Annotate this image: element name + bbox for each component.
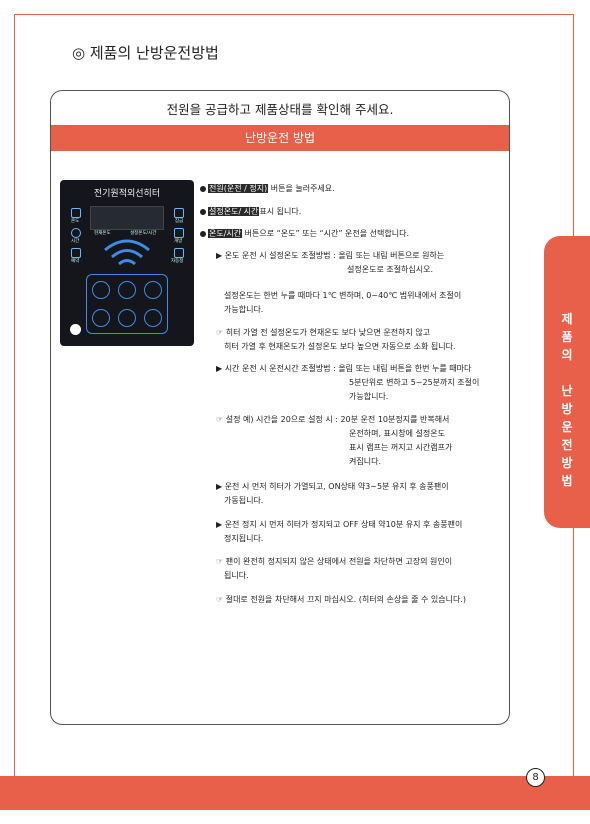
body-line: 됩니다.	[224, 571, 249, 580]
side-tab-char: 방	[561, 456, 573, 470]
step-2: 설정온도/ 시간표시 됩니다.	[208, 206, 301, 217]
right-icon-label: 자동정	[171, 259, 184, 264]
auto-stop-icon	[174, 248, 184, 258]
button-pad	[86, 274, 168, 334]
left-icon-label: 온도	[71, 219, 80, 224]
body-line: ▶ 시간 운전 시 운전시간 조절방법 : 올림 또는 내림 버튼을 한번 누를…	[216, 364, 472, 373]
body-line: 가동됩니다.	[224, 496, 264, 505]
reservation-icon	[71, 248, 81, 258]
body-line: 설정온도는 한번 누를 때마다 1℃ 변하며, 0~40℃ 범위내에서 조절이	[224, 291, 462, 300]
side-tab-char: 운	[561, 420, 573, 434]
side-tab-char: 품	[561, 330, 573, 344]
page-title: ◎ 제품의 난방운전방법	[72, 44, 219, 62]
body-line: 히터 가열 후 현재온도가 설정온도 보다 높으면 자동으로 소화 됩니다.	[224, 342, 456, 351]
step-3-text: 버튼으로 “온도” 또는 “시간” 운전을 선택합니다.	[242, 229, 409, 238]
control-panel-image: 전기원적외선히터 현재온도 설정온도/시간 온도 시간 예약 잠금 개방 자동정	[60, 180, 194, 346]
display-window	[90, 206, 164, 230]
left-icon-label: 예약	[71, 259, 80, 264]
temp-button	[92, 281, 110, 299]
left-icon-label: 시간	[71, 239, 80, 244]
auto-button	[144, 309, 162, 327]
bullet-dot	[200, 186, 206, 192]
side-tab-char: 난	[561, 384, 573, 398]
body-line: ☞ 히터 가열 전 설정온도가 현재온도 보다 낮으면 운전하지 않고	[216, 328, 431, 337]
set-temp-time-label: 설정온도/시간	[130, 231, 157, 236]
side-tab-char: 전	[561, 438, 573, 452]
footer-band	[0, 776, 590, 810]
body-line: 5분단위로 변하고 5~25분까지 조절이	[349, 378, 480, 387]
body-line: ▶ 운전 정지 시 먼저 히터가 정지되고 OFF 상태 약10분 유지 후 송…	[216, 520, 463, 529]
body-line: ▶ 온도 운전 시 설정온도 조절방법 : 올림 또는 내림 버튼으로 원하는	[216, 251, 445, 260]
side-tab-char: 방	[561, 402, 573, 416]
right-icon-label: 개방	[174, 239, 183, 244]
body-line: 설정온도로 조절하십시오.	[347, 265, 434, 274]
side-tab-char: 의	[561, 348, 573, 362]
time-button	[92, 309, 110, 327]
bullet-dot	[200, 209, 206, 215]
body-line: 가능합니다.	[224, 305, 264, 314]
body-line: 표시 램프는 꺼지고 시간램프가	[349, 443, 453, 452]
content-frame: 전원을 공급하고 제품상태를 확인해 주세요. 난방운전 방법	[50, 90, 510, 725]
wireless-icon	[104, 239, 150, 266]
step-3: 온도/시간 버튼으로 “온도” 또는 “시간” 운전을 선택합니다.	[208, 228, 409, 239]
section-band: 난방운전 방법	[51, 125, 509, 151]
body-line: 정지됩니다.	[224, 534, 264, 543]
frame-heading: 전원을 공급하고 제품상태를 확인해 주세요.	[166, 102, 394, 117]
power-button	[118, 309, 136, 327]
side-tab-char: 법	[561, 474, 573, 488]
step-2-highlight: 설정온도/ 시간	[208, 207, 260, 216]
body-line: ☞ 절대로 전원을 차단해서 끄지 마십시오. (히터의 손상을 줄 수 있습니…	[216, 595, 467, 604]
body-line: ☞ 팬이 완전히 정지되지 않은 상태에서 전원을 차단하면 고장의 원인이	[216, 557, 453, 566]
lock-button	[144, 281, 162, 299]
power-indicator	[70, 324, 81, 335]
side-tab-char: 제	[561, 312, 573, 326]
step-2-text: 표시 됩니다.	[259, 207, 302, 216]
temperature-icon	[71, 208, 81, 218]
step-1-text: 버튼을 눌러주세요.	[268, 184, 335, 193]
right-icon-label: 잠금	[175, 219, 184, 224]
page-number: 8	[526, 768, 545, 787]
section-side-tab: 제 품 의 난 방 운 전 방 법	[544, 236, 590, 528]
current-temp-label: 현재온도	[94, 231, 111, 236]
step-1: 전원(운전 / 정지) 버튼을 눌러주세요.	[208, 183, 335, 194]
body-line: ☞ 설정 예) 시간을 20으로 설정 시 : 20분 운전 10분정지를 반복…	[216, 415, 450, 424]
body-line: 운전하며, 표시창에 설정온도	[349, 429, 445, 438]
lock-icon	[174, 208, 184, 218]
panel-title: 전기원적외선히터	[93, 189, 161, 199]
open-icon	[174, 228, 184, 238]
step-1-highlight: 전원(운전 / 정지)	[208, 184, 269, 193]
bullet-dot	[200, 231, 206, 237]
clock-icon	[71, 228, 81, 238]
body-line: 켜집니다.	[349, 457, 381, 466]
body-line: 가능합니다.	[349, 392, 389, 401]
step-3-highlight: 온도/시간	[208, 229, 243, 238]
body-line: ▶ 운전 시 먼저 히터가 가열되고, ON상태 약3~5분 유지 후 송풍팬이	[216, 482, 449, 491]
up-button	[118, 281, 136, 299]
